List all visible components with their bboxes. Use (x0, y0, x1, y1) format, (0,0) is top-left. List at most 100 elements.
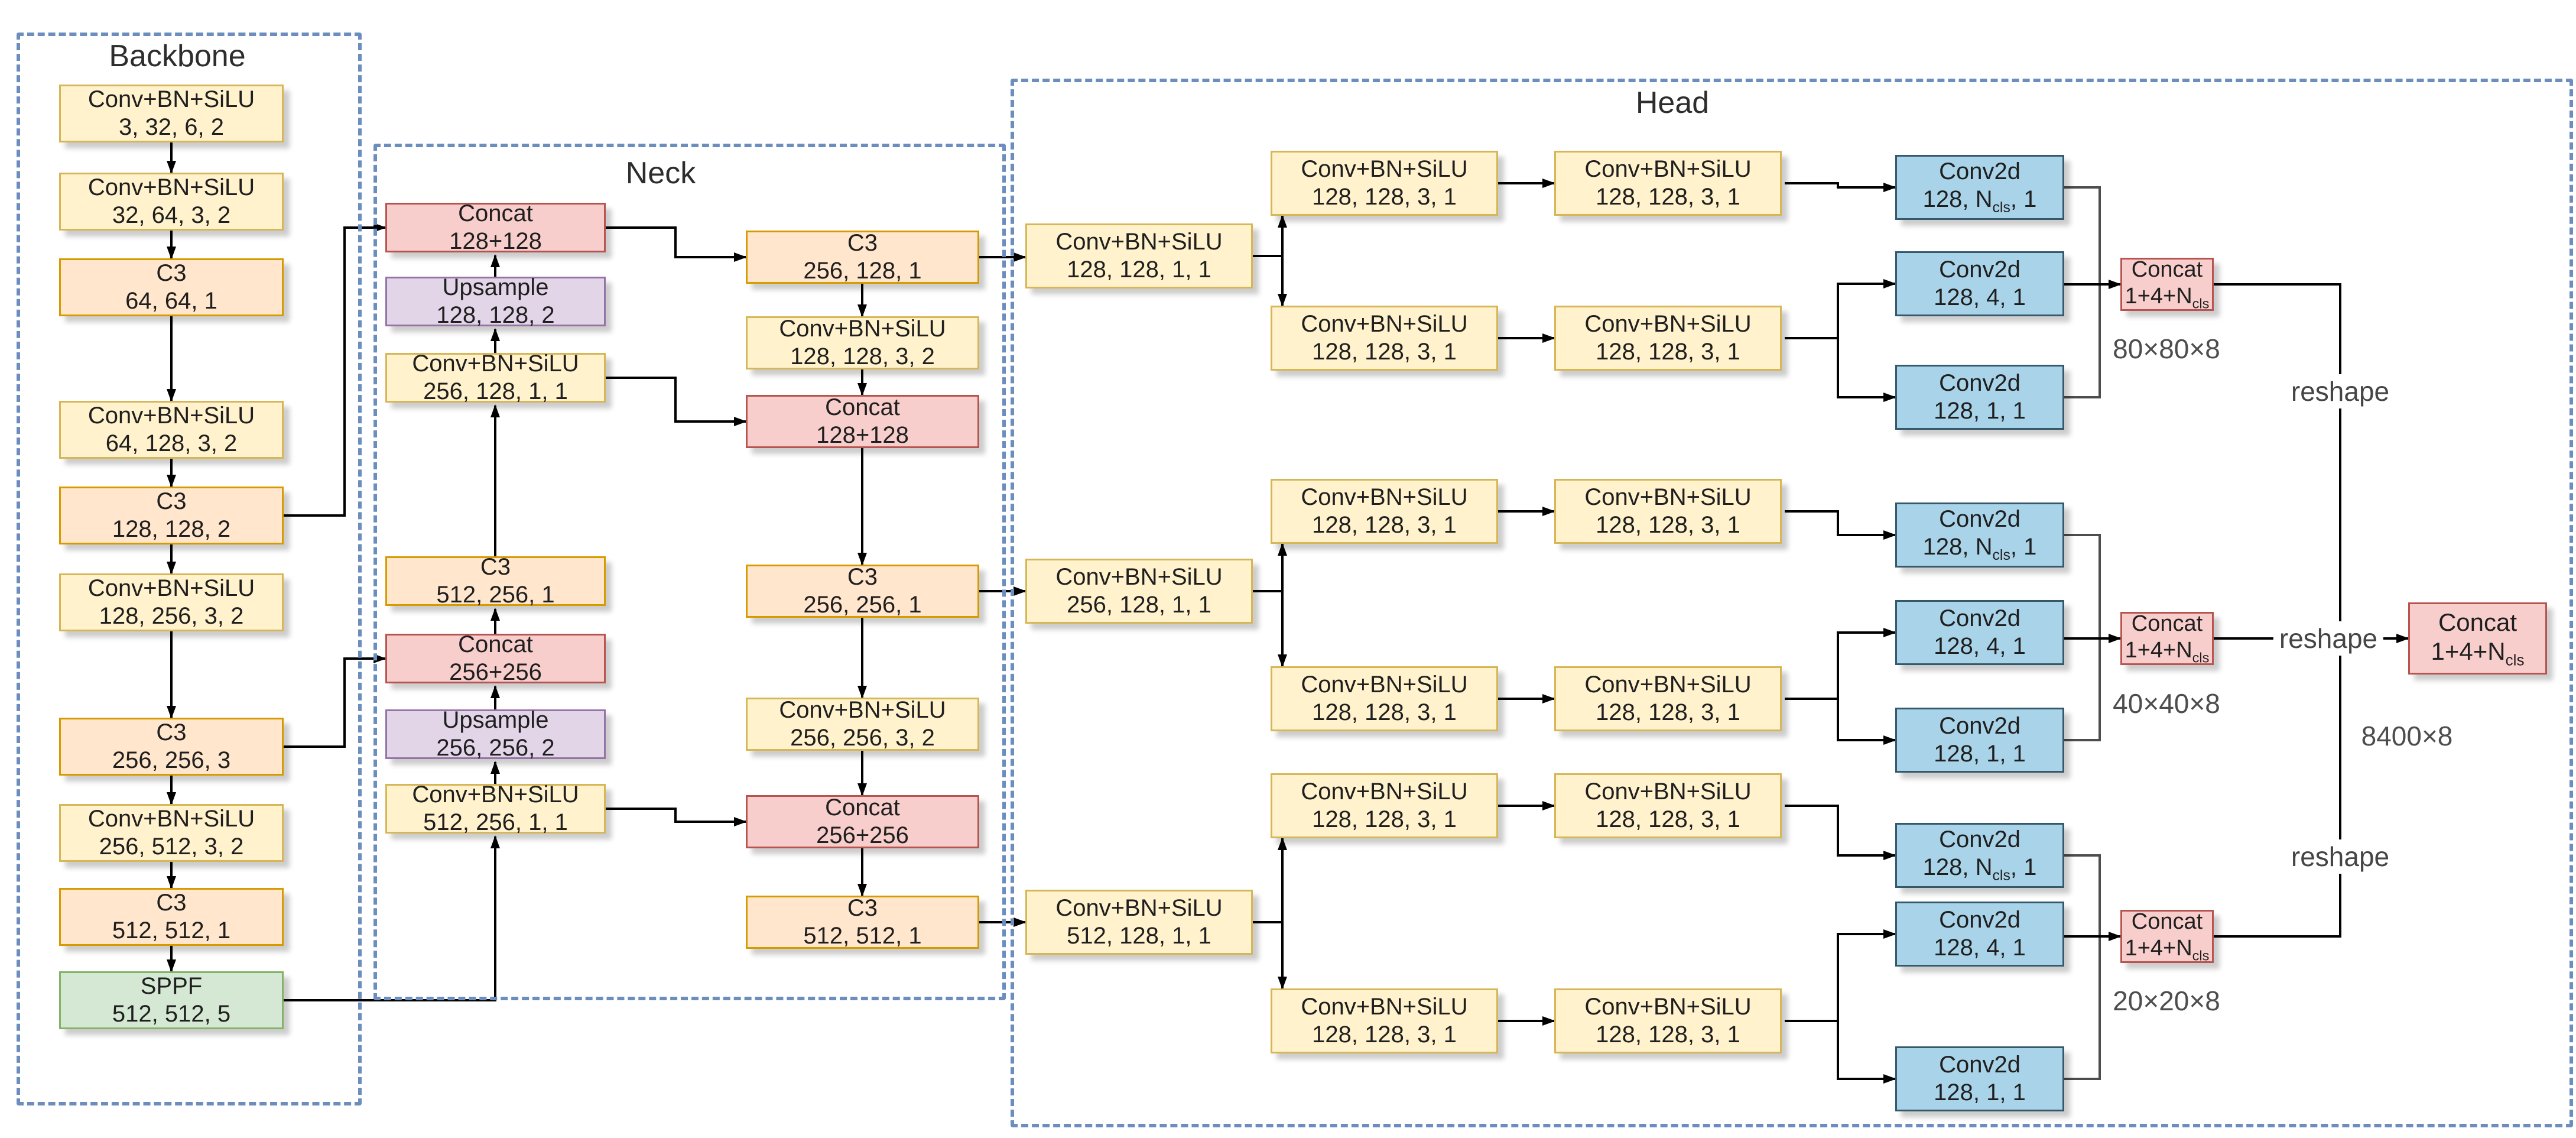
head-group (1011, 79, 2573, 1127)
node-label-line1: Concat (825, 794, 900, 821)
node-label-line2: 128, 1, 1 (1934, 398, 2026, 424)
node-label-line2: 256, 128, 1, 1 (1067, 592, 1211, 618)
node-label-line2: 1+4+Ncls (2431, 637, 2525, 669)
node-label-line1: Upsample (442, 274, 549, 300)
connector (2064, 638, 2101, 741)
node-label-line1: Concat (458, 631, 533, 657)
node-label-line2: 3, 32, 6, 2 (119, 114, 224, 140)
connector (284, 223, 386, 517)
connector (1785, 510, 1896, 540)
label-out-80: 80×80×8 (2113, 333, 2220, 364)
label-out-8400: 8400×8 (2361, 721, 2453, 751)
node-label-line2: 128, 4, 1 (1934, 935, 2026, 961)
node-label-line2: 128+128 (449, 228, 542, 254)
node-label-line2: 128, 128, 3, 1 (1596, 699, 1740, 725)
node-label-line1: Conv+BN+SiLU (87, 402, 255, 429)
node-label-line1: Conv+BN+SiLU (1301, 310, 1468, 337)
connector (606, 808, 747, 826)
node-label-line1: Concat (2131, 909, 2203, 934)
node-label-line2: 256, 256, 2 (436, 735, 555, 761)
node-label-line2: 128, 128, 3, 1 (1312, 806, 1457, 832)
node-label-line1: Conv+BN+SiLU (1055, 563, 1223, 590)
node-label-line2: 512, 128, 1, 1 (1067, 923, 1211, 949)
node-label-line1: Conv2d (1939, 506, 2020, 533)
node-label-line2: 256, 256, 3, 2 (790, 725, 935, 751)
connector (2214, 283, 2341, 638)
connector (1837, 628, 1896, 699)
node-label-line2: 128, 128, 3, 1 (1596, 184, 1740, 210)
node-label-line2: 256+256 (449, 659, 542, 685)
node-label-line2: 128, 128, 2 (436, 302, 555, 328)
node-label-line2: 128, 128, 3, 1 (1312, 512, 1457, 538)
connector (2064, 284, 2101, 398)
node-label-line2: 128, 256, 3, 2 (99, 603, 244, 629)
label-reshape-1: reshape (2285, 374, 2396, 408)
backbone-title: Backbone (109, 39, 246, 73)
node-label-line1: Conv+BN+SiLU (779, 696, 946, 723)
node-label-line1: Conv+BN+SiLU (1301, 671, 1468, 698)
node-label-line2: 128+128 (816, 422, 909, 448)
node-label-line1: Conv+BN+SiLU (1584, 778, 1752, 805)
node-label-line1: Conv+BN+SiLU (1301, 155, 1468, 182)
node-label-line2: 128, 128, 1, 1 (1067, 257, 1211, 283)
node-label-line1: C3 (156, 260, 187, 286)
connector (1785, 805, 1896, 860)
connector (284, 654, 386, 748)
node-label-line1: C3 (156, 719, 187, 745)
connector (2064, 936, 2101, 1080)
node-label-line1: Conv+BN+SiLU (87, 174, 255, 200)
node-label-line2: 128, 128, 2 (112, 516, 231, 542)
connector (1837, 1021, 1896, 1084)
connector (1837, 929, 1896, 1021)
node-label-line2: 32, 64, 3, 2 (112, 202, 231, 228)
node-label-line2: 128, 1, 1 (1934, 1079, 2026, 1105)
connector (606, 226, 747, 262)
label-reshape-3: reshape (2285, 839, 2396, 874)
node-label-line1: Concat (825, 394, 900, 420)
connector (2064, 854, 2101, 936)
node-label-line1: Conv2d (1939, 256, 2020, 283)
node-label-line1: Conv2d (1939, 369, 2020, 396)
node-label-line1: C3 (847, 894, 878, 921)
node-label-line1: Concat (2131, 257, 2203, 282)
node-label-line2: 64, 64, 1 (125, 288, 217, 314)
node-label-line1: Concat (2438, 608, 2517, 636)
label-reshape-2: reshape (2273, 621, 2384, 656)
node-label-line2: 256, 128, 1 (803, 258, 922, 284)
node-label-line1: Conv2d (1939, 1051, 2020, 1078)
node-label-line2: 128, Ncls, 1 (1922, 534, 2037, 564)
node-label-line1: Conv+BN+SiLU (412, 350, 579, 377)
node-label-line2: 256, 256, 3 (112, 747, 231, 773)
node-label-line1: C3 (156, 889, 187, 916)
